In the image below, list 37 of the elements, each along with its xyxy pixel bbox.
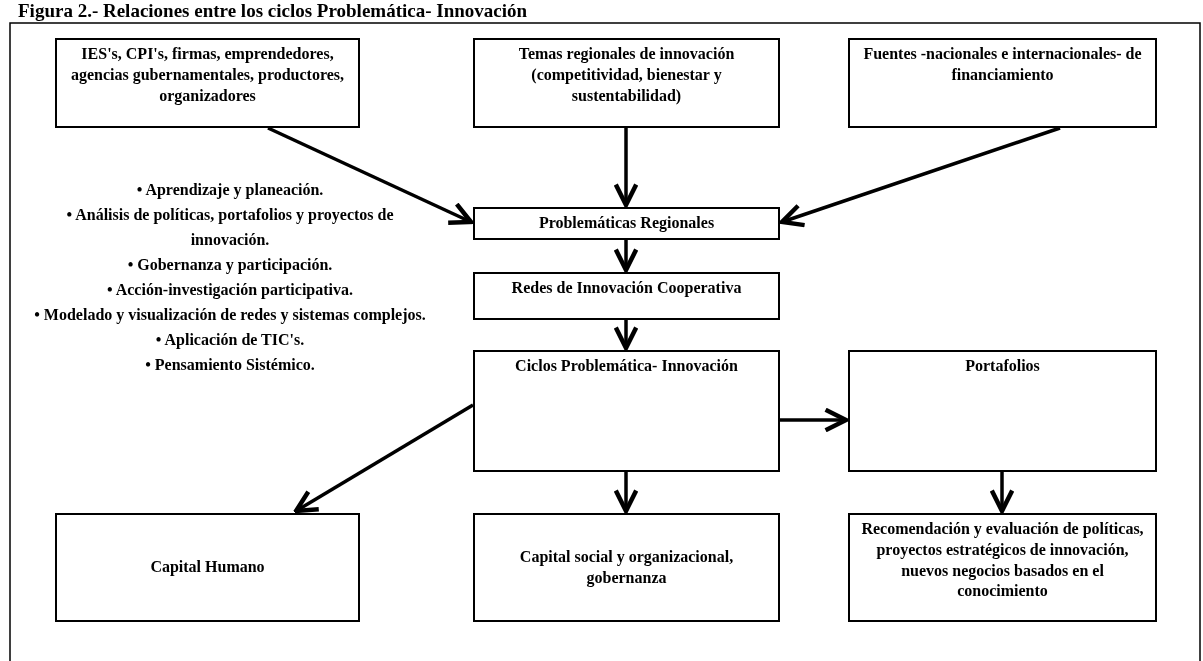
bullet-item: • Aplicación de TIC's. [154,330,306,351]
arrow [613,128,639,208]
figure-title: Figura 2.- Relaciones entre los ciclos Problemática- Innovación [18,0,528,22]
bullet-item: • Gobernanza y participación. [126,255,334,276]
process-box [473,272,780,320]
process-box [473,38,780,128]
arrow [613,472,639,514]
process-box [848,350,1157,472]
arrow [780,407,849,433]
box-text: Fuentes -nacionales e internacionales- de financiamiento [862,44,1143,85]
box-text: Redes de Innovación Cooperativa [511,278,742,299]
arrow [779,126,1061,228]
box-text: Portafolios [965,356,1040,376]
process-box [848,513,1157,622]
bullet-item: • Análisis de políticas, portafolios y proyectos de innovación. [65,205,395,250]
box-text: Ciclos Problemática- Innovación [515,356,738,376]
process-box [848,38,1157,128]
bullet-item: • Pensamiento Sistémico. [144,355,316,375]
process-box [55,38,360,128]
bullet-item: • Modelado y visualización de redes y sistemas complejos. [33,305,427,326]
arrow [267,126,474,225]
arrow [293,403,474,514]
process-box [473,513,780,622]
process-box [55,513,360,622]
arrow [613,240,639,273]
box-text: Temas regionales de innovación (competitividad, bienestar y sustentabilidad) [517,44,736,107]
arrow [989,472,1015,514]
process-box [473,207,780,240]
box-text: Problemáticas Regionales [538,213,715,234]
box-text: IES's, CPI's, firmas, emprendedores, agencias gubernamentales, productores, organizadores [69,44,346,107]
box-text: Recomendación y evaluación de políticas, proyectos estratégicos de innovación, nuevos negocios basados en el conocimiento [860,519,1145,602]
bullet-item: • Acción-investigación participativa. [106,280,354,301]
bullet-item: • Aprendizaje y planeación. [135,180,325,201]
process-box [473,350,780,472]
box-text: Capital Humano [150,557,265,578]
arrow [613,320,639,351]
box-text: Capital social y organizacional, gobernanza [518,546,735,589]
